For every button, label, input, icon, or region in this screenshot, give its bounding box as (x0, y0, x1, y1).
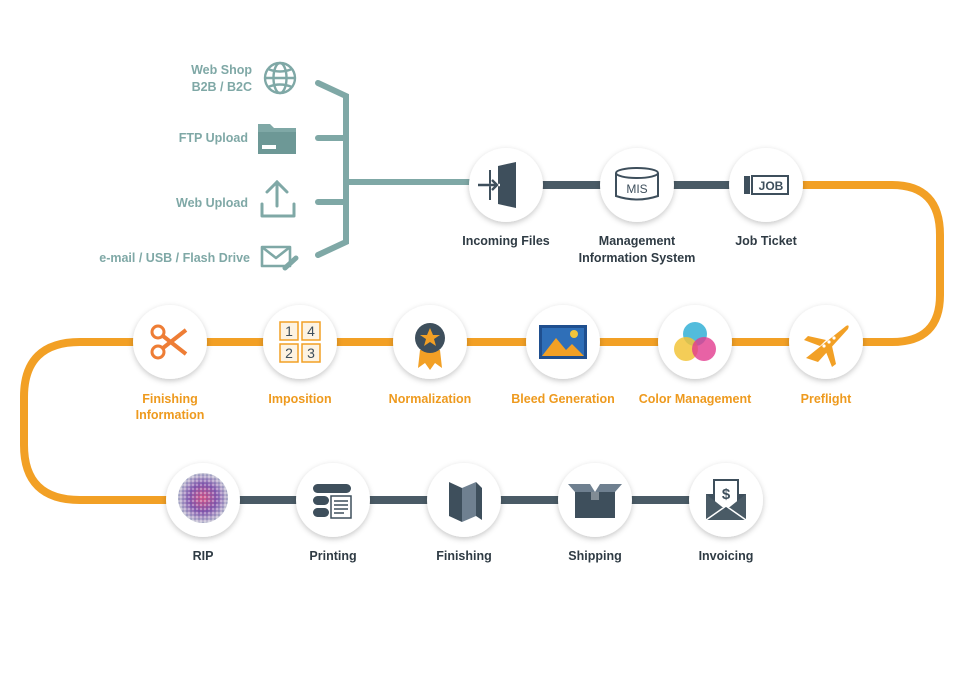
step-label-mis-2: Information System (579, 251, 696, 265)
step-label-finishing-info-1: Finishing (142, 392, 198, 406)
envelope-icon (260, 245, 299, 271)
step-label-rip: RIP (193, 549, 214, 563)
image-icon (539, 325, 587, 359)
step-job-ticket: JOB Job Ticket (729, 148, 803, 248)
press-icon (313, 484, 352, 519)
source-web-upload: Web Upload (176, 179, 296, 218)
step-label-preflight: Preflight (801, 392, 853, 406)
step-incoming-files: Incoming Files (462, 148, 550, 248)
step-label-imposition: Imposition (268, 392, 331, 406)
mis-icon: MIS (615, 167, 659, 201)
globe-icon (263, 61, 297, 95)
step-normalization: Normalization (389, 305, 472, 406)
step-label-bleed-generation: Bleed Generation (511, 392, 615, 406)
source-label-web-upload: Web Upload (176, 196, 248, 210)
step-rip: RIP (166, 463, 240, 563)
step-label-invoicing: Invoicing (699, 549, 754, 563)
step-color-management: Color Management (639, 305, 752, 406)
step-label-normalization: Normalization (389, 392, 472, 406)
ticket-icon-text: JOB (759, 179, 784, 193)
step-label-job-ticket: Job Ticket (735, 234, 797, 248)
step-printing: Printing (296, 463, 370, 563)
source-bracket (315, 80, 473, 258)
step-invoicing: $ Invoicing (689, 463, 763, 563)
step-management-information-system: MIS Management Information System (579, 148, 696, 265)
step-label-finishing: Finishing (436, 549, 492, 563)
invoice-icon-text: $ (722, 486, 731, 503)
source-label-email-usb: e-mail / USB / Flash Drive (99, 251, 250, 265)
step-finishing-information: Finishing Information (133, 305, 207, 422)
imposition-digit: 2 (285, 345, 293, 361)
folded-paper-icon (449, 482, 482, 522)
step-label-printing: Printing (309, 549, 356, 563)
step-label-mis-1: Management (599, 234, 676, 248)
mis-icon-text: MIS (626, 182, 647, 196)
source-label-web-shop-2: B2B / B2C (192, 80, 252, 94)
step-circle (263, 305, 337, 379)
step-label-shipping: Shipping (568, 549, 621, 563)
step-finishing: Finishing (427, 463, 501, 563)
color-circles-icon (674, 322, 716, 361)
step-shipping: Shipping (558, 463, 632, 563)
scissors-icon (150, 324, 188, 360)
raster-icon (178, 473, 228, 523)
source-web-shop: Web Shop B2B / B2C (191, 61, 297, 95)
airplane-icon (804, 325, 849, 367)
step-label-finishing-info-2: Information (136, 408, 205, 422)
step-bleed-generation: Bleed Generation (511, 305, 615, 406)
box-icon (568, 484, 622, 518)
source-label-web-shop-1: Web Shop (191, 63, 252, 77)
step-imposition: 1 4 2 3 Imposition (263, 305, 337, 406)
folder-icon (258, 124, 296, 154)
ticket-icon: JOB (744, 175, 789, 195)
source-label-ftp-upload: FTP Upload (179, 131, 248, 145)
imposition-icon: 1 4 2 3 (279, 321, 321, 363)
source-ftp-upload: FTP Upload (179, 124, 296, 154)
step-preflight: Preflight (789, 305, 863, 406)
imposition-digit: 1 (285, 323, 293, 339)
step-circle (600, 148, 674, 222)
source-email-usb-flash: e-mail / USB / Flash Drive (99, 245, 299, 271)
invoice-icon: $ (705, 479, 747, 521)
upload-icon (260, 179, 296, 218)
imposition-digit: 4 (307, 323, 315, 339)
step-label-incoming-files: Incoming Files (462, 234, 550, 248)
medal-icon (415, 323, 445, 370)
door-icon (478, 162, 516, 208)
imposition-digit: 3 (307, 345, 315, 361)
step-label-color-management: Color Management (639, 392, 752, 406)
